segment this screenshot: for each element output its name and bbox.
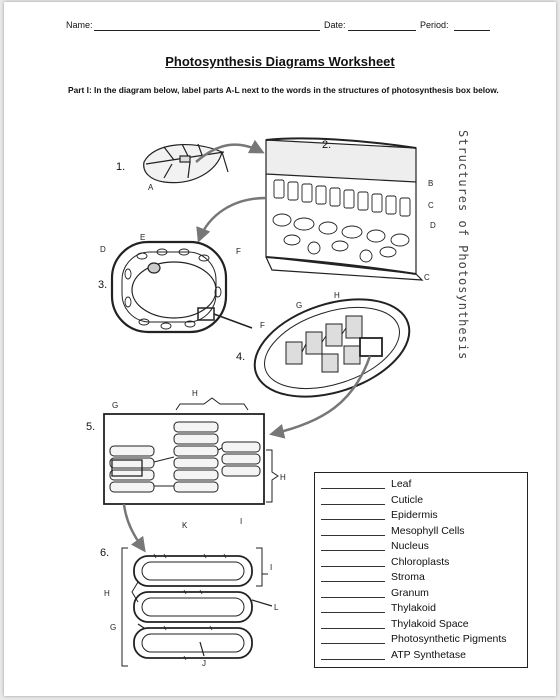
answer-blank[interactable] [321, 503, 385, 505]
structure-term: Thylakoid [391, 602, 436, 614]
label-f-cell: F [236, 247, 241, 256]
date-label: Date: [324, 20, 346, 30]
structure-term: Stroma [391, 571, 425, 583]
chloroplast-drawing [253, 298, 411, 398]
label-h-granum-top: H [192, 389, 198, 398]
answer-blank[interactable] [321, 488, 385, 489]
answer-blank[interactable] [321, 519, 385, 520]
label-g-granum: G [112, 401, 118, 410]
structure-row: Thylakoid [315, 601, 529, 617]
side-label: Structures of Photosynthesis [456, 130, 470, 361]
name-field[interactable] [94, 30, 320, 31]
label-i-thylakoid: I [270, 563, 272, 572]
structure-term: Cuticle [391, 493, 424, 506]
answer-blank[interactable] [321, 643, 385, 644]
leaf-cross-section [265, 137, 424, 281]
structure-row: Mesophyll Cells [315, 524, 529, 540]
granum-detail-drawing [103, 397, 279, 505]
thylakoid-detail-drawing [121, 547, 273, 667]
structure-row: Leaf [315, 477, 529, 493]
structure-row: Nucleus [315, 539, 529, 555]
label-d-cell: D [100, 245, 106, 254]
date-field[interactable] [348, 30, 416, 31]
label-e: E [140, 233, 145, 242]
structure-term: Leaf [391, 478, 412, 490]
label-g-chloroplast: G [296, 301, 302, 310]
label-f-chloroplast: F [260, 321, 265, 330]
structure-row: Granum [315, 586, 529, 602]
structures-box: Leaf Cuticle Epidermis Mesophyll Cells N… [314, 472, 528, 668]
photosynthesis-diagram: 1. 2. 3. 4. 5. 6. A B C D C D E F F G H … [86, 137, 436, 668]
label-l: L [274, 603, 279, 612]
label-c-top: C [428, 201, 434, 210]
structure-row: Thylakoid Space [315, 617, 529, 633]
name-label: Name: [66, 20, 93, 30]
label-j: J [202, 659, 206, 668]
answer-blank[interactable] [321, 596, 385, 598]
diagram-number-4: 4. [236, 351, 245, 363]
label-h-thylakoid: H [104, 589, 110, 598]
answer-blank[interactable] [321, 627, 385, 629]
label-h-granum-side: H [280, 473, 286, 482]
period-field[interactable] [454, 30, 490, 31]
label-c-bottom: C [424, 273, 430, 282]
structure-term: Epidermis [391, 509, 438, 521]
label-h-chloroplast: H [334, 291, 340, 300]
structure-row: Stroma [315, 570, 529, 586]
label-k: K [182, 521, 188, 530]
structure-row: Cuticle [315, 493, 529, 509]
diagram-number-1: 1. [116, 161, 125, 173]
answer-blank[interactable] [321, 565, 385, 567]
structure-row: Chloroplasts [315, 555, 529, 571]
structure-row: Epidermis [315, 508, 529, 524]
structure-term: Mesophyll Cells [391, 524, 465, 537]
structure-row: Photosynthetic Pigments [315, 632, 529, 648]
answer-blank[interactable] [321, 612, 385, 613]
instructions: Part I: In the diagram below, label part… [68, 85, 499, 95]
structure-term: ATP Synthetase [391, 648, 466, 661]
label-i-granum: I [240, 517, 242, 526]
label-a: A [148, 183, 154, 192]
diagram-number-2: 2. [322, 139, 331, 151]
structure-row: ATP Synthetase [315, 648, 529, 664]
plant-cell-drawing [110, 240, 228, 334]
answer-blank[interactable] [321, 658, 385, 660]
structure-term: Nucleus [391, 540, 429, 552]
answer-blank[interactable] [321, 581, 385, 582]
label-g-thylakoid: G [110, 623, 116, 632]
structure-term: Chloroplasts [391, 555, 450, 568]
page-title: Photosynthesis Diagrams Worksheet [165, 54, 395, 69]
answer-blank[interactable] [321, 534, 385, 536]
structure-term: Granum [391, 586, 429, 599]
label-b: B [428, 179, 433, 188]
diagram-number-6: 6. [100, 547, 109, 559]
worksheet-page: Name: Date: Period: Photosynthesis Diagr… [4, 2, 556, 696]
structure-term: Thylakoid Space [391, 617, 469, 630]
diagram-number-3: 3. [98, 279, 107, 291]
answer-blank[interactable] [321, 550, 385, 551]
structure-term: Photosynthetic Pigments [391, 633, 507, 645]
leaf-drawing [143, 143, 229, 184]
label-d-section: D [430, 221, 436, 230]
period-label: Period: [420, 20, 449, 30]
diagram-number-5: 5. [86, 421, 95, 433]
